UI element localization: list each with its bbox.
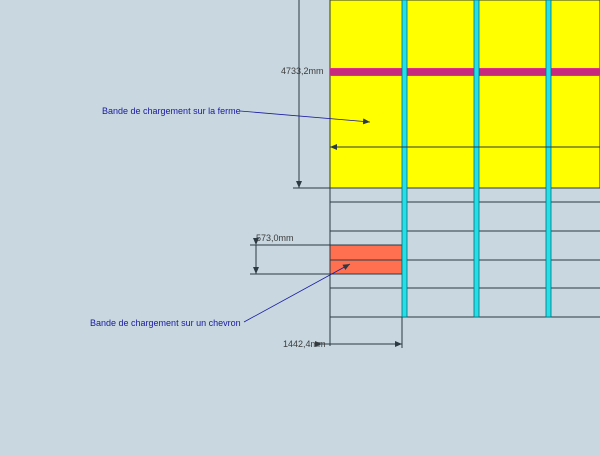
- truss-band-leader: [239, 110, 371, 125]
- rafter-3: [545, 0, 552, 318]
- chevron-band-annotation: Bande de chargement sur un chevron: [90, 318, 241, 328]
- height-dimension-label: 4733,2mm: [281, 66, 324, 76]
- chevron-band-leader: [243, 263, 351, 323]
- chevron-dim-label: 573,0mm: [256, 233, 294, 243]
- truss-band-annotation: Bande de chargement sur la ferme: [102, 106, 241, 116]
- spacing-dim-label: 1442,4mm: [283, 339, 326, 349]
- rafter-1: [401, 0, 408, 318]
- truss-load-zone: [329, 0, 600, 189]
- rafter-2: [473, 0, 480, 318]
